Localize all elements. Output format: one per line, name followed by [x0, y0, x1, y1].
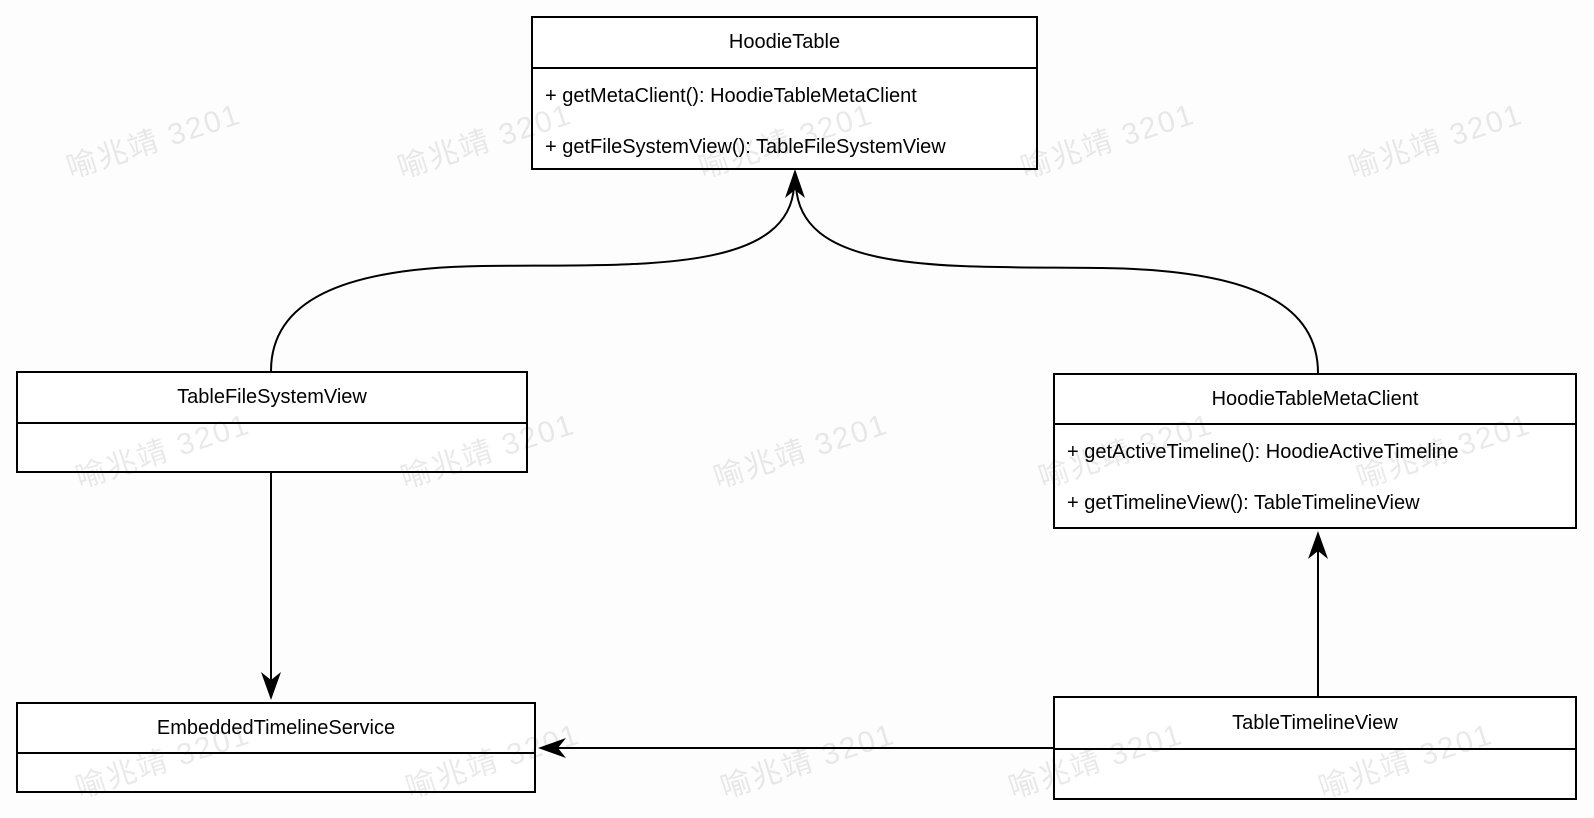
- method-label: + getActiveTimeline(): HoodieActiveTimel…: [1067, 441, 1459, 463]
- method-label: + getMetaClient(): HoodieTableMetaClient: [545, 85, 917, 107]
- method-label: + getTimelineView(): TableTimelineView: [1067, 492, 1420, 514]
- class-name: EmbeddedTimelineService: [18, 704, 534, 754]
- class-box-tabletimelineview: TableTimelineView: [1053, 696, 1577, 800]
- arrowhead-up-into-hoodietable: [785, 169, 805, 198]
- empty-compartment: [1055, 750, 1575, 752]
- edge-tablefilesystemview-to-hoodietable: [270, 185, 795, 372]
- class-box-tablefilesystemview: TableFileSystemView: [16, 371, 528, 473]
- class-box-hoodietablemetaclient: HoodieTableMetaClient + getActiveTimelin…: [1053, 373, 1577, 529]
- class-name: TableFileSystemView: [18, 373, 526, 424]
- empty-compartment: [18, 754, 534, 756]
- class-methods: + getActiveTimeline(): HoodieActiveTimel…: [1055, 425, 1575, 529]
- class-box-hoodietable: HoodieTable + getMetaClient(): HoodieTab…: [531, 16, 1038, 170]
- method-label: + getFileSystemView(): TableFileSystemVi…: [545, 136, 946, 158]
- edge-hoodietablemetaclient-to-hoodietable: [795, 185, 1319, 374]
- class-name: HoodieTableMetaClient: [1055, 375, 1575, 425]
- class-name: TableTimelineView: [1055, 698, 1575, 750]
- arrowhead-left-into-embeddedtimelineservice: [538, 738, 566, 758]
- empty-compartment: [18, 424, 526, 426]
- class-name: HoodieTable: [533, 18, 1036, 69]
- class-methods: + getMetaClient(): HoodieTableMetaClient…: [533, 69, 1036, 173]
- arrowhead-up-into-hoodietablemetaclient: [1308, 531, 1328, 559]
- class-box-embeddedtimelineservice: EmbeddedTimelineService: [16, 702, 536, 793]
- arrowhead-down-into-embeddedtimelineservice: [261, 672, 281, 700]
